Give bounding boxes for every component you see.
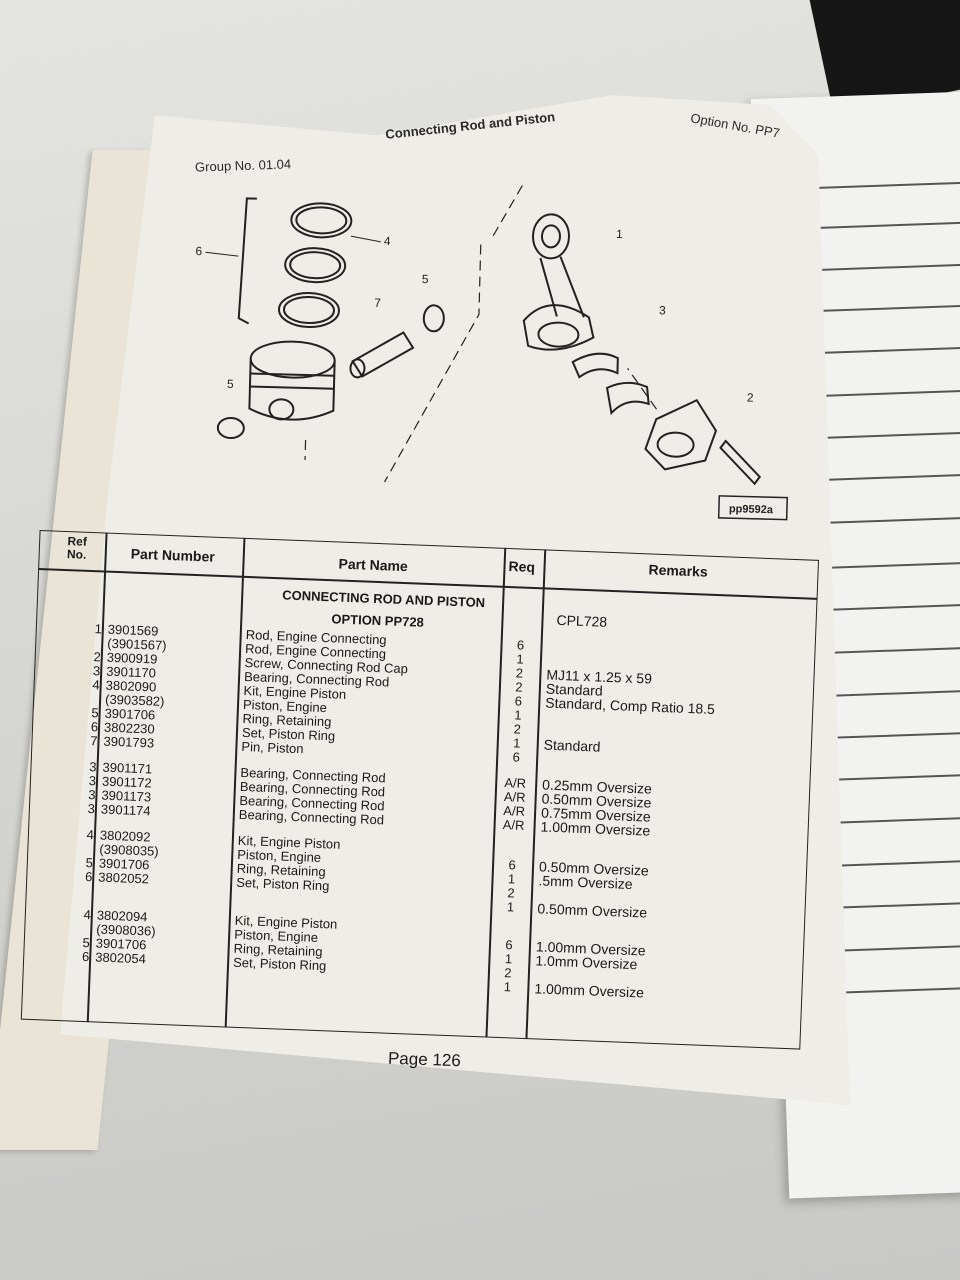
ref-cell <box>69 921 91 922</box>
ref-cell <box>70 883 92 884</box>
exploded-parts-diagram: 6 4 5 7 1 3 5 2 pp9592a <box>195 185 789 521</box>
ref-cell: 7 <box>90 733 98 749</box>
remarks-cell: 0.50mm Oversize <box>537 900 648 921</box>
connecting-rod <box>522 213 595 351</box>
col-header-remarks: Remarks <box>648 561 708 580</box>
part-number-cell: 3901174 <box>100 801 151 819</box>
callout-6: 6 <box>195 244 202 258</box>
option-remark: CPL728 <box>556 611 608 630</box>
callout-1: 1 <box>616 227 623 241</box>
ref-cell: 5 <box>82 934 91 951</box>
ref-cell: 2 <box>93 649 102 665</box>
piston-ring-bottom <box>277 292 340 329</box>
req-cell: 6 <box>512 749 521 765</box>
ref-cell <box>80 636 102 637</box>
ref-cell: 4 <box>86 827 95 843</box>
req-cell <box>495 924 525 925</box>
ref-cell: 6 <box>84 869 93 885</box>
part-number-cell: 3901793 <box>103 733 155 751</box>
ref-cell: 3 <box>92 663 101 679</box>
req-cell <box>498 844 528 845</box>
connecting-rod-cap <box>644 398 718 471</box>
ref-cell: 4 <box>83 906 92 923</box>
req-cell: 1 <box>506 899 515 915</box>
parts-table: Ref No. Part Number Part Name Req Remark… <box>20 520 829 1060</box>
req-cell: A/R <box>502 816 525 833</box>
ref-cell: 3 <box>88 773 97 789</box>
col-header-ref: Ref No. <box>58 534 95 562</box>
callout-2: 2 <box>747 391 754 405</box>
cap-screw <box>719 439 762 486</box>
figure-id: pp9592a <box>729 503 774 516</box>
piston-ring-mid <box>284 247 347 284</box>
ref-cell: 1 <box>94 621 103 637</box>
req-cell: 1 <box>503 979 512 995</box>
piston-pin <box>349 331 415 379</box>
col-header-req: Req <box>508 558 536 576</box>
callout-5-right: 5 <box>422 272 429 286</box>
manual-page <box>60 95 850 1105</box>
callout-3: 3 <box>659 303 666 317</box>
ref-cell: 5 <box>91 705 99 721</box>
ref-cell <box>67 963 89 964</box>
ref-cell: 4 <box>92 677 101 693</box>
bearing-half-upper <box>571 352 619 379</box>
piston-ring-top <box>290 202 353 239</box>
callout-4: 4 <box>384 234 391 248</box>
remarks-cell: 1.00mm Oversize <box>540 818 651 839</box>
callout-5-left: 5 <box>227 377 234 391</box>
ref-cell: 6 <box>81 948 90 965</box>
ref-cell: 6 <box>90 719 99 735</box>
bearing-half-lower <box>605 381 650 416</box>
ref-cell <box>77 692 99 693</box>
callout-7: 7 <box>374 296 381 310</box>
ref-cell <box>72 841 94 842</box>
ref-cell: 3 <box>87 801 96 817</box>
col-header-ref-line2: No. <box>66 547 87 562</box>
remarks-cell: 1.00mm Oversize <box>534 980 645 1001</box>
retaining-ring-left <box>216 417 245 440</box>
ref-cell: 5 <box>85 855 94 871</box>
piston <box>248 340 336 421</box>
ref-cell: 3 <box>87 787 96 803</box>
page-number: Page 126 <box>387 1048 462 1071</box>
ref-cell: 3 <box>89 759 97 775</box>
col-header-part-number: Part Number <box>130 545 216 565</box>
col-header-part-name: Part Name <box>338 555 409 575</box>
part-name-cell: Pin, Piston <box>241 738 304 757</box>
retaining-ring-right <box>422 304 445 333</box>
